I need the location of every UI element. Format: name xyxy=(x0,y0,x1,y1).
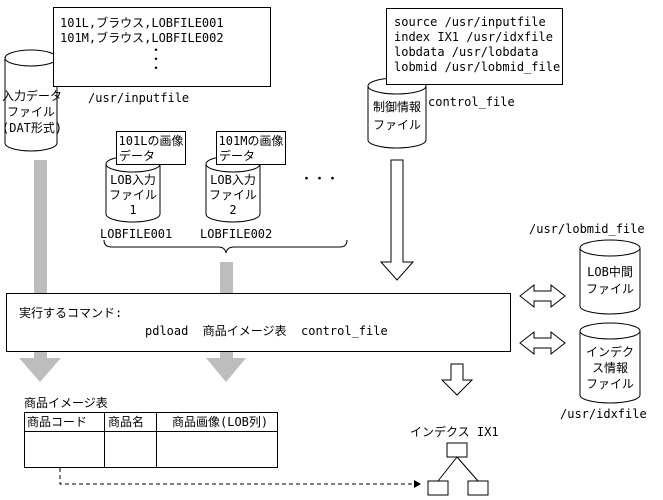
ellipsis-dot-2: ・ xyxy=(150,52,163,66)
lob1-file-label: LOB入力 ファイル 1 xyxy=(108,173,157,217)
gray-arrow-input-to-table xyxy=(19,160,61,382)
lob2-file-label: LOB入力 ファイル 2 xyxy=(208,173,257,217)
ellipsis-dot-1: ・ xyxy=(150,43,163,57)
control-file-label: 制御情報 ファイル xyxy=(372,100,421,132)
white-arrow-control-to-command xyxy=(379,159,415,281)
record-line-1: 101L,ブラウス,LOBFILE001 xyxy=(60,16,224,30)
control-line-3: lobdata /usr/lobdata xyxy=(394,45,539,59)
control-cylinder xyxy=(367,77,427,149)
lob1-filename: LOBFILE001 xyxy=(100,227,173,241)
ellipsis-dot-3: ・ xyxy=(150,61,163,75)
lob-more-ellipsis: ・・・ xyxy=(300,172,340,187)
lobmid-file-label: LOB中間 ファイル xyxy=(585,265,634,296)
lob1-image-box: 101Lの画像 データ xyxy=(116,131,186,165)
index-title: インデクス IX1 xyxy=(410,425,499,439)
control-line-4: lobmid /usr/lobmid_file xyxy=(394,60,561,74)
table-title: 商品イメージ表 xyxy=(24,396,108,410)
control-filename: control_file xyxy=(428,95,515,109)
lob2-image-box: 101Mの画像 データ xyxy=(216,131,286,165)
white-arrow-command-to-index xyxy=(440,363,474,396)
command-text: pdload 商品イメージ表 control_file xyxy=(145,324,388,338)
table-header-code: 商品コード xyxy=(27,415,88,429)
input-data-file-label: 入力データ ファイル (DAT形式) xyxy=(2,89,63,135)
lobmid-cylinder xyxy=(579,239,641,315)
dashed-arrow-table-to-index xyxy=(59,468,421,488)
index-info-cylinder xyxy=(579,322,641,404)
index-file-label: インデク ス情報 ファイル xyxy=(585,345,634,391)
double-arrow-lobmid xyxy=(519,283,566,309)
command-box: 実行するコマンド: pdload 商品イメージ表 control_file xyxy=(6,293,511,352)
index-file-path: /usr/idxfile xyxy=(560,407,647,421)
input-data-cylinder xyxy=(4,49,58,152)
control-statements-box: source /usr/inputfile index IX1 /usr/idx… xyxy=(386,8,563,85)
control-line-1: source /usr/inputfile xyxy=(394,15,546,29)
lob-brace xyxy=(103,239,348,254)
input-data-path: /usr/inputfile xyxy=(88,91,190,105)
product-image-table: 商品コード 商品名 商品画像(LOB列) xyxy=(24,412,278,468)
index-tree xyxy=(427,442,489,496)
table-header-name: 商品名 xyxy=(108,415,145,429)
double-arrow-index xyxy=(519,330,566,356)
command-title: 実行するコマンド: xyxy=(19,306,123,320)
control-line-2: index IX1 /usr/idxfile xyxy=(394,30,553,44)
input-record-box: 101L,ブラウス,LOBFILE001 101M,ブラウス,LOBFILE00… xyxy=(53,7,271,87)
lobmid-path: /usr/lobmid_file xyxy=(529,222,645,236)
lob2-filename: LOBFILE002 xyxy=(200,227,273,241)
table-header-image: 商品画像(LOB列) xyxy=(172,415,269,429)
record-line-2: 101M,ブラウス,LOBFILE002 xyxy=(60,31,224,45)
